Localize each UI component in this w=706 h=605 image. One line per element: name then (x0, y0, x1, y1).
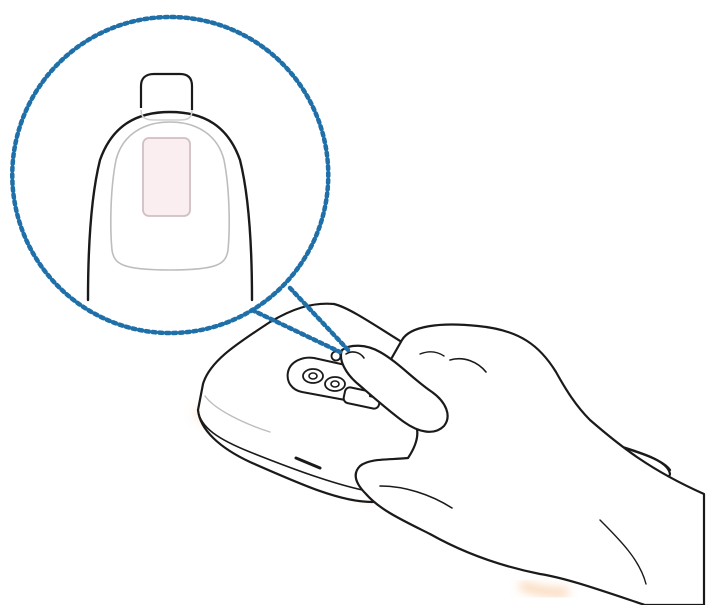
hand-icon (341, 325, 704, 605)
magnified-fingertip-icon (12, 17, 350, 352)
fingerprint-sensor-highlight (143, 138, 190, 216)
